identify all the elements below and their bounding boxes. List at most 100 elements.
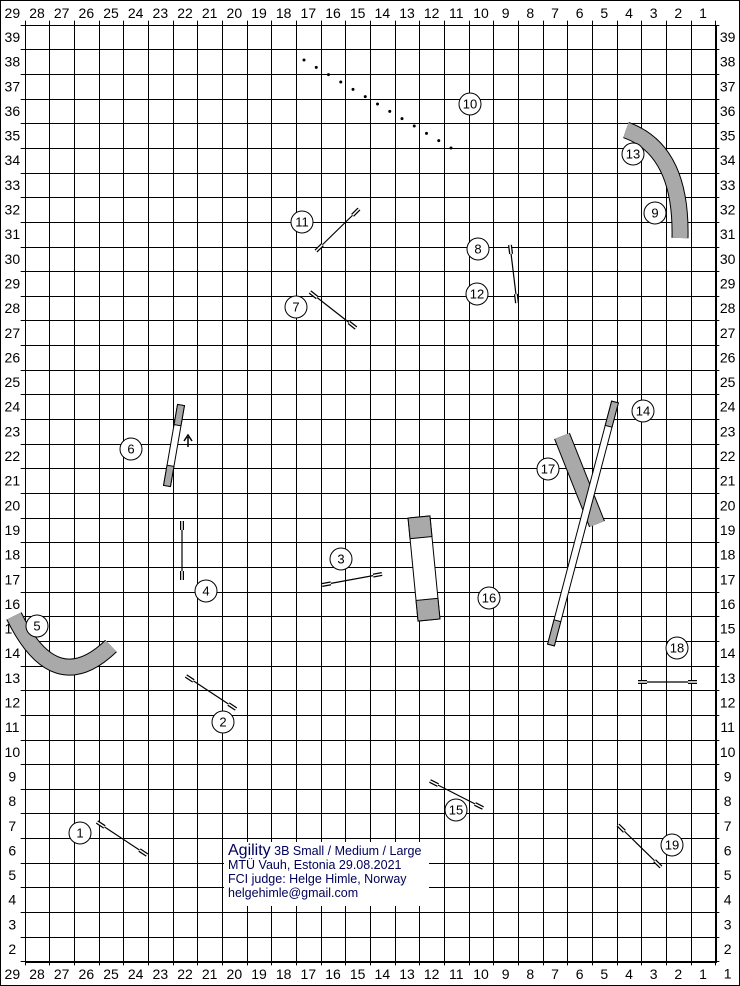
row-label-left: 16 [5,596,21,612]
number-circle [211,710,235,734]
row-label-right: 33 [720,177,736,193]
jump-15 [429,779,484,810]
number-circle [119,437,143,461]
column-label-top: 16 [325,5,341,21]
column-label-top: 28 [29,5,45,21]
row-label-left: 9 [8,768,16,784]
row-label-left: 12 [5,695,21,711]
column-label-bottom: 27 [54,966,70,982]
column-label-bottom: 13 [399,966,415,982]
row-label-left: 18 [5,547,21,563]
number-circle [631,399,655,423]
row-label-left: 5 [8,867,16,883]
number-label: 10 [463,97,477,112]
number-label: 11 [295,215,309,230]
row-label-left: 17 [5,571,21,587]
row-label-right: 15 [720,621,736,637]
column-label-bottom: 10 [473,966,489,982]
seesaw-6-body [162,403,186,488]
column-label-bottom: 14 [375,966,391,982]
row-label-right: 39 [720,29,736,45]
row-label-left: 38 [5,54,21,70]
weave-poles-10 [302,58,453,150]
info-club: MTÜ Vauh, Estonia 29.08.2021 [228,858,402,872]
jump-wing-inner [228,703,237,710]
row-label-right: 6 [724,842,732,858]
row-label-right: 29 [720,275,736,291]
row-label-right: 24 [720,399,736,415]
column-label-top: 20 [227,5,243,21]
row-label-right: 23 [720,423,736,439]
number-label: 2 [219,715,226,730]
weave-pole [351,87,355,91]
grid-frame [25,25,717,963]
jump-8-12 [508,244,519,304]
number-circle [536,457,560,481]
jump-wing-inner [321,582,331,586]
jump-wing-inner [139,849,148,856]
weave-pole [376,102,379,106]
number-label: 6 [127,442,134,457]
column-label-top: 1 [699,5,707,21]
column-label-bottom: 29 [5,966,21,982]
tunnel-17 [554,432,605,528]
row-label-right: 30 [720,251,736,267]
tunnel-9-13 [622,121,689,239]
dogwalk [547,400,619,647]
row-label-right: 4 [724,892,732,908]
obstacle-number-18: 18 [665,636,689,660]
contact-zone [173,403,186,427]
row-label-right: 22 [720,448,736,464]
column-label-top: 24 [128,5,144,21]
obstacle-number-12: 12 [465,282,489,306]
number-label: 9 [651,206,658,221]
row-label-right: 2 [724,941,732,957]
row-label-left: 14 [5,645,21,661]
number-label: 3 [337,552,344,567]
row-label-left: 31 [5,226,21,242]
contact-zone [604,400,619,428]
row-label-left: 24 [5,399,21,415]
number-circle [466,237,490,261]
jump-wing-inner [373,573,383,577]
column-label-bottom: 12 [424,966,440,982]
jump-bar [309,291,357,329]
column-label-bottom: 28 [29,966,45,982]
weave-pole [363,95,367,99]
contact-zone [162,464,175,488]
column-label-top: 2 [674,5,682,21]
number-circle [458,92,482,116]
number-label: 19 [665,838,679,853]
jump-1 [95,820,149,857]
weave-pole [425,131,428,135]
column-label-bottom: 25 [103,966,119,982]
column-label-bottom: 16 [325,966,341,982]
number-circle [290,210,314,234]
jump-wing-inner [315,244,323,252]
obstacle-number-6: 6 [119,437,143,461]
jump-11 [314,207,361,253]
jump-bar [321,573,383,586]
row-label-right: 7 [724,818,732,834]
column-label-bottom: 19 [251,966,267,982]
obstacle-number-1: 1 [68,821,92,845]
number-label: 16 [482,591,496,606]
weave-pole [412,124,416,128]
row-label-left: 25 [5,374,21,390]
weave-pole [388,109,392,113]
number-label: 13 [626,147,640,162]
row-label-left: 10 [5,744,21,760]
tunnel-5 [6,612,117,676]
weave-pole [437,139,441,143]
obstacle-number-19: 19 [660,833,684,857]
column-label-top: 25 [103,5,119,21]
column-label-top: 17 [301,5,317,21]
row-label-left: 33 [5,177,21,193]
number-label: 14 [636,404,650,419]
obstacle-number-8: 8 [466,237,490,261]
row-label-right: 5 [724,867,732,883]
column-label-top: 8 [526,5,534,21]
number-circle [660,833,684,857]
row-label-right: 38 [720,54,736,70]
number-circle [284,295,308,319]
